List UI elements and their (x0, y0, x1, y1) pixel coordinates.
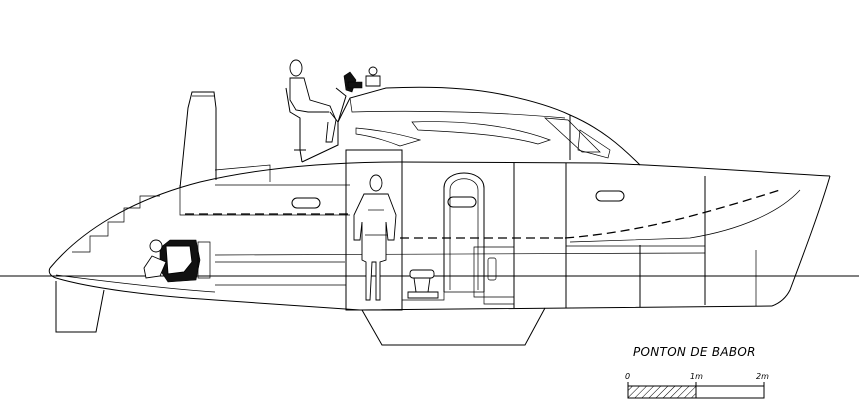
scale-label-1m: 1m (690, 372, 703, 381)
drawing-title: PONTON DE BABOR (633, 345, 756, 359)
porthole-1 (292, 198, 320, 208)
hull (49, 162, 830, 310)
standing-person-figure (354, 175, 396, 300)
engine-machinery (144, 240, 210, 282)
cabin-interior (215, 150, 756, 310)
portholes (292, 191, 624, 208)
aft-steps (72, 196, 160, 252)
porthole-3 (596, 191, 624, 201)
porthole-2 (448, 197, 476, 207)
superstructure (302, 87, 640, 165)
scale-label-2m: 2m (756, 372, 769, 381)
mast (180, 92, 216, 188)
scale-bar: 0 1m 2m (625, 372, 769, 398)
scale-label-0: 0 (625, 372, 630, 381)
rudder (56, 281, 104, 332)
seated-helmsman-figure (286, 60, 336, 162)
scale-bar-open-segment (696, 386, 764, 398)
keel-pod (362, 308, 545, 345)
toilet (408, 270, 438, 298)
dashed-guide-lines (185, 190, 780, 238)
scale-bar-hatched-segment (628, 386, 696, 398)
helm-console (330, 67, 380, 122)
